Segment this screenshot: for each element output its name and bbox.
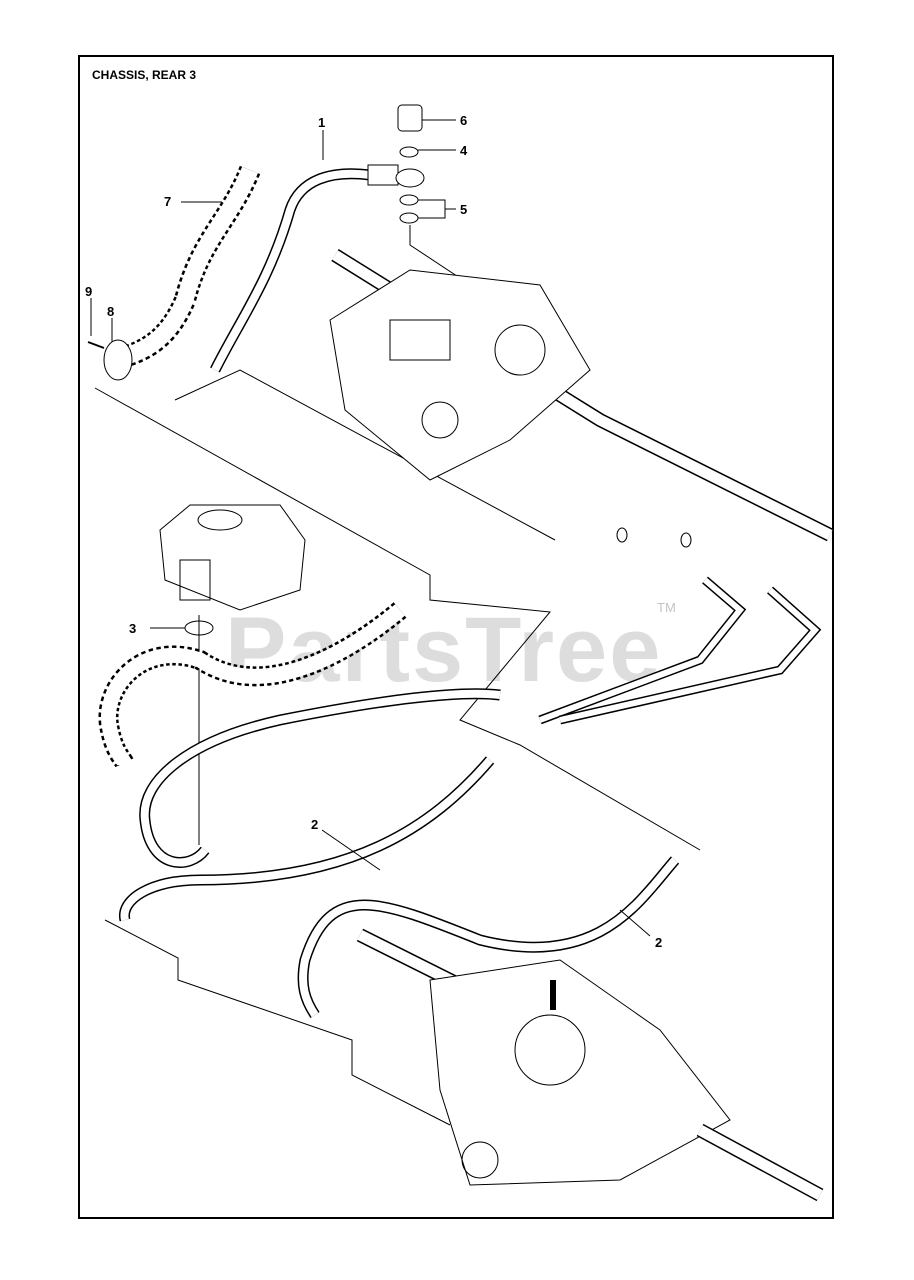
screw-9 <box>87 341 105 349</box>
banjo-bolt <box>397 104 423 132</box>
oil-tank <box>159 504 306 611</box>
banjo-fitting <box>395 168 425 188</box>
hose-2-upper <box>119 756 495 922</box>
hose-1-fitting <box>367 164 399 186</box>
guide-line-upper <box>174 369 556 541</box>
washer-5b <box>399 212 419 224</box>
washer-5a <box>399 194 419 206</box>
watermark-text: PartsTree <box>225 599 663 701</box>
callout-2b: 2 <box>655 935 663 950</box>
return-hose <box>139 688 501 868</box>
callout-2a: 2 <box>311 817 319 832</box>
upper-transmission <box>329 249 834 542</box>
callout-7: 7 <box>164 194 172 209</box>
callout-5: 5 <box>460 202 468 217</box>
guide-line-lower <box>104 919 451 1126</box>
callout-1: 1 <box>318 115 326 130</box>
callout-6: 6 <box>460 113 468 128</box>
callout-4: 4 <box>460 143 468 158</box>
clamp-8 <box>103 339 133 381</box>
callout-9: 9 <box>85 284 93 299</box>
o-ring-a <box>616 527 628 543</box>
o-ring-b <box>680 532 692 548</box>
watermark-trademark: TM <box>657 600 676 615</box>
callout-8: 8 <box>107 304 115 319</box>
lower-transmission <box>356 928 824 1202</box>
leader-5 <box>418 199 456 219</box>
leader-2b <box>619 909 651 937</box>
leader-2a <box>321 829 381 871</box>
diagram-title: CHASSIS, REAR 3 <box>92 68 197 82</box>
guide-line-left <box>94 387 701 851</box>
callout-3: 3 <box>129 621 137 636</box>
washer-4 <box>399 146 419 158</box>
